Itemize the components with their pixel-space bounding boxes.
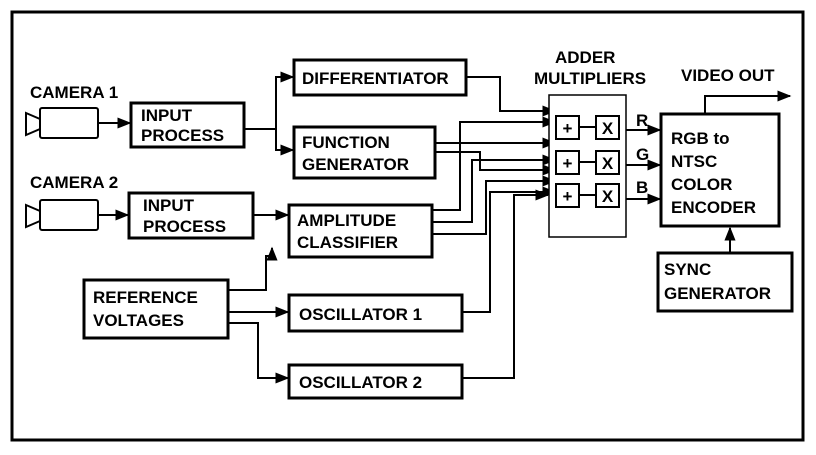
adder-r-symbol: + — [563, 119, 573, 138]
camera-1: CAMERA 1 — [25, 83, 118, 139]
video-out-label: VIDEO OUT — [681, 66, 775, 85]
adder-g-symbol: + — [563, 154, 573, 173]
sync-generator-line1: SYNC — [664, 260, 711, 279]
reference-voltages-line2: VOLTAGES — [93, 311, 184, 330]
wire-video-out — [704, 90, 792, 113]
encoder-line2: NTSC — [671, 152, 717, 171]
input-process-1-line2: PROCESS — [141, 126, 224, 145]
wire-osc2-adder — [462, 189, 550, 379]
input-process-2-line2: PROCESS — [143, 217, 226, 236]
connections — [99, 71, 792, 384]
wire-input1-split — [244, 71, 295, 130]
differentiator-block: DIFFERENTIATOR — [292, 58, 468, 97]
oscillator-2-block: OSCILLATOR 2 — [287, 363, 464, 400]
input-process-2-block: INPUT PROCESS — [127, 191, 255, 240]
camera2-label: CAMERA 2 — [30, 173, 118, 192]
differentiator-label: DIFFERENTIATOR — [302, 69, 449, 88]
rgb-ntsc-encoder-block: RGB to NTSC COLOR ENCODER — [659, 112, 781, 228]
wire-ref-osc2 — [228, 322, 290, 384]
encoder-line3: COLOR — [671, 175, 732, 194]
wire-osc1-adder — [462, 186, 557, 313]
channel-r-label: R — [636, 111, 648, 130]
amplitude-classifier-block: AMPLITUDE CLASSIFIER — [287, 203, 434, 259]
camera1-body-icon — [39, 107, 99, 139]
input-process-2-line1: INPUT — [143, 196, 195, 215]
encoder-line1: RGB to — [671, 129, 730, 148]
wire-input1-function — [275, 129, 295, 156]
camera-2: CAMERA 2 — [25, 173, 118, 231]
wire-amp-adder-2 — [432, 154, 557, 223]
adder-multipliers-line2: MULTIPLIERS — [534, 69, 646, 88]
oscillator-2-label: OSCILLATOR 2 — [299, 373, 422, 392]
camera2-body-icon — [39, 199, 99, 231]
wire-amp-adder-1 — [432, 116, 557, 211]
adder-multipliers-block: ADDER MULTIPLIERS + X + X + X R G B — [534, 48, 649, 238]
multiplier-g-symbol: X — [602, 154, 614, 173]
oscillator-1-block: OSCILLATOR 1 — [287, 293, 464, 333]
sync-generator-block: SYNC GENERATOR — [656, 251, 794, 313]
oscillator-1-label: OSCILLATOR 1 — [299, 305, 422, 324]
multiplier-r-symbol: X — [602, 119, 614, 138]
amplitude-classifier-line1: AMPLITUDE — [297, 211, 396, 230]
channel-b-label: B — [636, 178, 648, 197]
wire-ref-amplitude — [228, 246, 278, 291]
multiplier-b-symbol: X — [602, 187, 614, 206]
camera1-label: CAMERA 1 — [30, 83, 118, 102]
wire-diff-adder — [466, 76, 557, 117]
channel-g-label: G — [636, 145, 649, 164]
adder-multipliers-line1: ADDER — [555, 48, 615, 67]
reference-voltages-line1: REFERENCE — [93, 288, 198, 307]
function-generator-line2: GENERATOR — [302, 155, 409, 174]
function-generator-block: FUNCTION GENERATOR — [292, 125, 437, 180]
sync-generator-line2: GENERATOR — [664, 284, 771, 303]
function-generator-line1: FUNCTION — [302, 133, 390, 152]
adder-b-symbol: + — [563, 187, 573, 206]
amplitude-classifier-line2: CLASSIFIER — [297, 233, 398, 252]
input-process-1-line1: INPUT — [141, 106, 193, 125]
reference-voltages-block: REFERENCE VOLTAGES — [82, 278, 230, 340]
input-process-1-block: INPUT PROCESS — [129, 101, 246, 149]
encoder-line4: ENCODER — [671, 198, 756, 217]
wire-amp-adder-3 — [432, 175, 557, 235]
